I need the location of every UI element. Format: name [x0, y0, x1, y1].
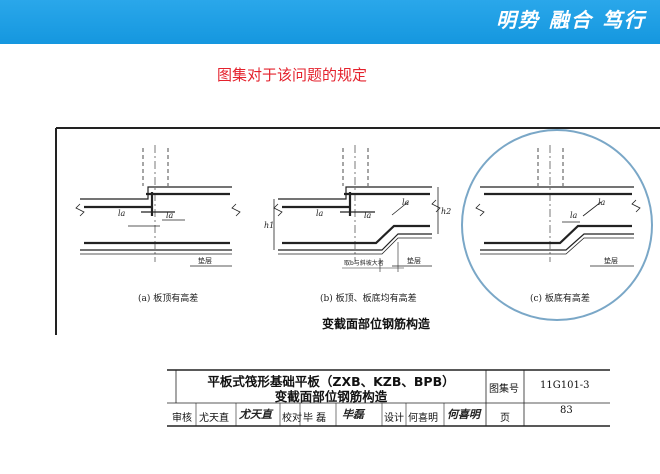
- title-block-line2: 变截面部位钢筋构造: [274, 389, 388, 404]
- label-cushion-b: 垫层: [407, 256, 421, 265]
- label-h2: h2: [441, 207, 451, 216]
- title-block: [167, 369, 610, 427]
- caption-c: (c) 板底有高差: [530, 294, 590, 304]
- title-block-title: 平板式筏形基础平板（ZXB、KZB、BPB） 变截面部位钢筋构造: [176, 374, 486, 404]
- page-number: 83: [560, 405, 573, 416]
- label-la-b: la: [316, 209, 324, 218]
- detail-a: [75, 145, 241, 267]
- atlas-no-label: 图集号: [489, 384, 519, 395]
- detail-c: [475, 145, 641, 267]
- checker-signature: 毕磊: [342, 408, 364, 421]
- highlight-circle: [461, 129, 653, 321]
- slide-title: 图集对于该问题的规定: [217, 66, 368, 84]
- label-la-c2: la: [598, 198, 606, 207]
- slogan-text: 明势 融合 笃行: [496, 8, 646, 32]
- label-la-b3: la: [402, 198, 410, 207]
- figure-title: 变截面部位钢筋构造: [322, 317, 431, 331]
- reviewer-signature: 尤天直: [239, 408, 272, 421]
- check-label: 校对: [282, 413, 302, 424]
- label-slope-note: 取b与斜坡大者: [344, 259, 384, 267]
- designer-name: 何喜明: [408, 413, 438, 424]
- label-la-a2: la: [166, 211, 174, 220]
- detail-b: [273, 145, 441, 272]
- label-la-a: la: [118, 209, 126, 218]
- header-bar: 明势 融合 笃行: [0, 0, 660, 44]
- atlas-no: 11G101-3: [540, 380, 590, 391]
- title-block-line1: 平板式筏形基础平板（ZXB、KZB、BPB）: [207, 374, 455, 389]
- label-la-c: la: [570, 211, 578, 220]
- designer-signature: 何喜明: [447, 408, 480, 421]
- caption-a: (a) 板顶有高差: [138, 294, 199, 304]
- review-label: 审核: [172, 413, 192, 424]
- label-cushion-a: 垫层: [198, 256, 212, 265]
- page-label: 页: [500, 413, 510, 424]
- label-h1: h1: [264, 221, 274, 230]
- caption-b: (b) 板顶、板底均有高差: [320, 294, 417, 304]
- checker-name: 毕 磊: [303, 413, 327, 424]
- label-la-b2: la: [364, 211, 372, 220]
- label-cushion-c: 垫层: [604, 256, 618, 265]
- design-label: 设计: [384, 413, 404, 424]
- reviewer-name: 尤天直: [199, 413, 229, 424]
